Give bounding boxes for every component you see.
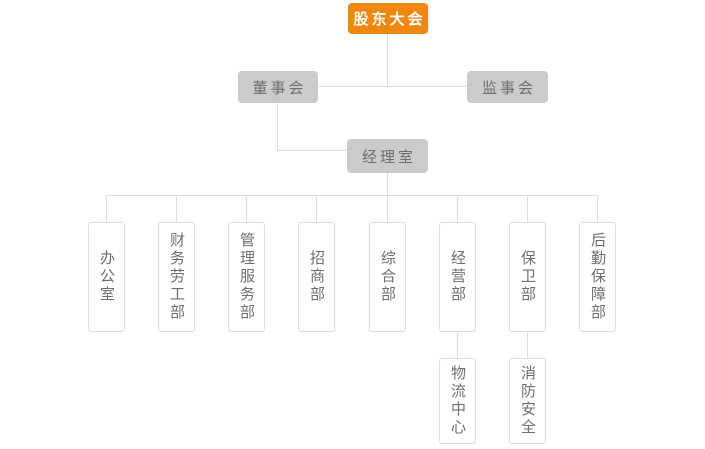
connector-drop — [246, 195, 247, 222]
node-finance-labor-dept: 财务劳工部 — [158, 222, 195, 332]
connector-drop — [457, 195, 458, 222]
connector-drop — [597, 195, 598, 222]
connector-operations-to-logistics — [457, 332, 458, 358]
node-label: 综合部 — [379, 250, 396, 304]
node-label: 股东大会 — [353, 11, 426, 28]
node-management-service-dept: 管理服务部 — [228, 222, 265, 332]
node-label: 招商部 — [308, 250, 325, 304]
node-supervisory-board: 监事会 — [467, 71, 548, 103]
node-label: 经理室 — [361, 148, 416, 166]
node-label: 消防安全 — [519, 365, 536, 437]
connector-drop — [527, 195, 528, 222]
connector-drop — [316, 195, 317, 222]
connector-board-down — [277, 103, 278, 150]
connector-manager-down — [387, 173, 388, 195]
node-label: 财务劳工部 — [168, 232, 185, 322]
connector-board-to-manager — [277, 150, 347, 151]
node-investment-promotion-dept: 招商部 — [298, 222, 335, 332]
node-general-dept: 综合部 — [369, 222, 406, 332]
node-label: 办公室 — [98, 250, 115, 304]
node-fire-safety: 消防安全 — [509, 358, 546, 444]
node-label: 保卫部 — [519, 250, 536, 304]
node-label: 管理服务部 — [238, 232, 255, 322]
connector-drop — [106, 195, 107, 222]
connector-level2-horizontal — [318, 86, 467, 87]
connector-security-to-fire-safety — [527, 332, 528, 358]
node-label: 经营部 — [449, 250, 466, 304]
node-label: 物流中心 — [449, 365, 466, 437]
node-board-of-directors: 董事会 — [238, 71, 318, 103]
node-operations-dept: 经营部 — [439, 222, 476, 332]
node-label: 后勤保障部 — [589, 232, 606, 322]
node-logistics-support-dept: 后勤保障部 — [579, 222, 616, 332]
connector-level4-horizontal — [106, 195, 598, 196]
connector-drop — [176, 195, 177, 222]
node-security-dept: 保卫部 — [509, 222, 546, 332]
connector-drop — [387, 195, 388, 222]
node-shareholders-meeting: 股东大会 — [348, 3, 428, 34]
node-office-dept: 办公室 — [88, 222, 125, 332]
node-logistics-center: 物流中心 — [439, 358, 476, 444]
node-manager-office: 经理室 — [347, 139, 428, 173]
node-label: 董事会 — [252, 79, 307, 97]
node-label: 监事会 — [481, 79, 536, 97]
connector-root-to-level2 — [387, 34, 388, 86]
